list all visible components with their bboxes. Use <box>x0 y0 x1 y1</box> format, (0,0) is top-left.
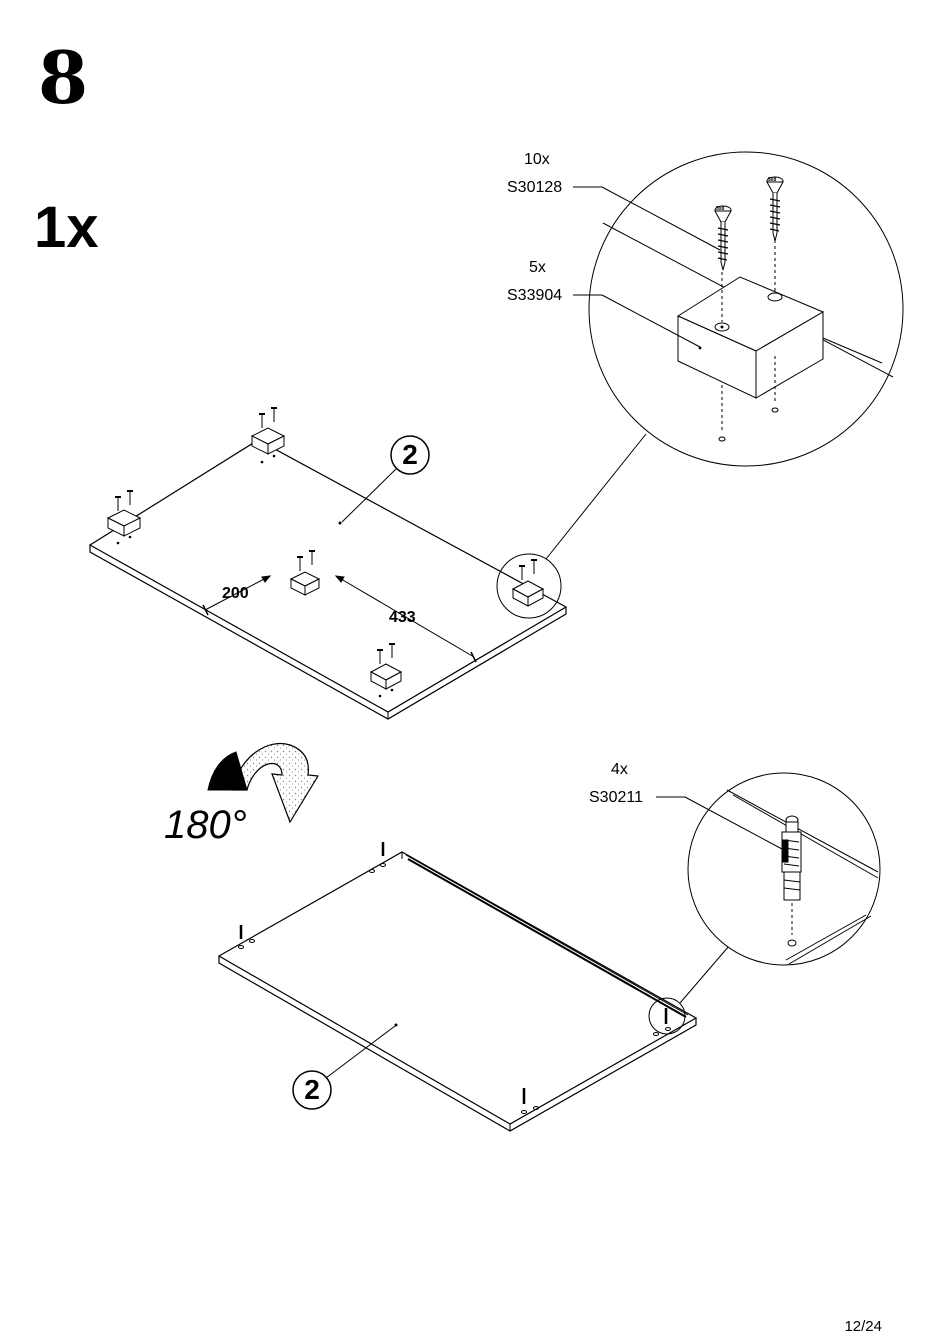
part-number-circle <box>292 1070 332 1110</box>
part-number-circle <box>390 435 430 475</box>
dowel-code: S30211 <box>589 789 643 806</box>
foot-block <box>250 407 286 464</box>
rotation-arrow-icon <box>207 743 320 824</box>
dimension-lines <box>202 575 477 663</box>
foot-block <box>106 490 142 545</box>
block-code: S33904 <box>507 287 563 304</box>
screw-code: S30128 <box>507 179 563 196</box>
dowel-count: 4x <box>611 761 628 778</box>
part-number-bottom: 2 <box>304 1074 320 1105</box>
foot-block <box>511 559 545 607</box>
rotation-label: 180° <box>164 803 247 847</box>
screw-marking: 5x8 <box>768 177 777 183</box>
screw-marking: 5x8 <box>716 206 725 212</box>
detail-magnified-top <box>588 151 904 467</box>
detail-magnified-bottom <box>687 772 881 966</box>
part-number-top: 2 <box>402 439 418 470</box>
dimension-433: 433 <box>389 609 416 626</box>
block-count: 5x <box>529 259 546 276</box>
foot-block <box>289 550 321 596</box>
detail-callout-circle <box>496 553 562 619</box>
page-number: 12/24 <box>844 1318 882 1335</box>
foot-block <box>369 643 403 698</box>
bottom-panel <box>217 842 698 1132</box>
screw-count: 10x <box>524 151 550 168</box>
detail-callout-circle <box>648 997 686 1035</box>
step-number: 8 <box>38 35 88 120</box>
assembly-quantity: 1x <box>34 195 99 260</box>
dimension-200: 200 <box>222 585 249 602</box>
top-panel <box>88 439 568 720</box>
